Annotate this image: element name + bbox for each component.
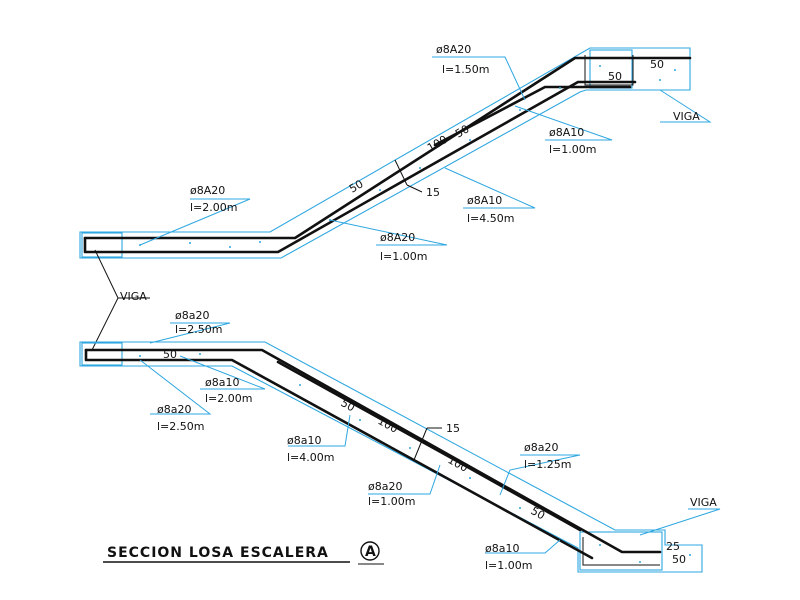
- upper-rebar-bottom: [83, 80, 637, 254]
- upper-bottom-landing-spec: ø8A20: [190, 184, 225, 197]
- upper-thickness-value: 15: [426, 186, 440, 199]
- upper-top-landing-length: l=1.50m: [442, 63, 489, 76]
- lower-section: 15 50 50 100 100 50 25 50 ø8a20 l=2.50m …: [79, 309, 721, 573]
- upper-bottom-bend-spec: ø8A20: [380, 231, 415, 244]
- lower-viga-left-label: VIGA: [120, 290, 147, 303]
- upper-leader-bottom-landing: [139, 198, 251, 246]
- lower-dim-25-box: 25: [666, 540, 680, 553]
- lower-dim-100-slope-low: 100: [446, 453, 471, 475]
- lower-rebar-top: [84, 348, 662, 554]
- lower-dim-100-slope: 100: [376, 414, 401, 436]
- lower-concrete-outline: [79, 341, 703, 573]
- lower-leader-bottom-landing: [485, 539, 561, 554]
- lower-slope-low-spec: ø8a20: [368, 480, 402, 493]
- lower-slope-main-length: l=4.00m: [287, 451, 334, 464]
- upper-leader-bottom-bend: [329, 219, 448, 246]
- lower-dim-50-top: 50: [163, 348, 177, 361]
- lower-bottom-landing-length: l=1.00m: [485, 559, 532, 572]
- upper-left-beam: [81, 232, 123, 258]
- lower-leader-top-bend: [179, 355, 266, 390]
- lower-slope-main-spec: ø8a10: [287, 434, 321, 447]
- upper-leader-top-landing: [432, 56, 526, 101]
- upper-leader-viga: [659, 89, 712, 123]
- lower-viga-right-label: VIGA: [690, 496, 717, 509]
- upper-leader-slope-main: [444, 167, 536, 209]
- lower-rebar-hook: [582, 537, 660, 566]
- lower-thickness-dim-line: [413, 427, 428, 461]
- lower-top-bend-spec: ø8a10: [205, 376, 239, 389]
- upper-dim-50-box-inner: 50: [608, 70, 622, 83]
- lower-slope-right-length: l=1.25m: [524, 458, 571, 471]
- lower-dim-50-slope: 50: [339, 396, 358, 414]
- upper-leader-slope-top: [514, 105, 613, 141]
- lower-rebar-bottom: [84, 348, 594, 560]
- drawing-title: SECCION LOSA ESCALERA A: [103, 541, 384, 565]
- lower-top-landing-spec: ø8a20: [175, 309, 209, 322]
- upper-slope-top-length: l=1.00m: [549, 143, 596, 156]
- lower-leader-slope-low: [368, 464, 441, 495]
- title-marker-circle: [360, 541, 380, 561]
- title-text: SECCION LOSA ESCALERA: [107, 545, 329, 561]
- upper-thickness-dim-leader: [406, 184, 423, 193]
- upper-viga-label: VIGA: [673, 110, 700, 123]
- lower-rebar-slope: [276, 360, 582, 532]
- lower-top-bottom-length: l=2.50m: [157, 420, 204, 433]
- upper-dim-50-slope-low: 50: [347, 177, 366, 195]
- lower-top-bottom-spec: ø8a20: [157, 403, 191, 416]
- lower-slope-low-length: l=1.00m: [368, 495, 415, 508]
- upper-slope-main-spec: ø8A10: [467, 194, 502, 207]
- title-marker-letter: A: [365, 544, 377, 560]
- lower-top-bend-length: l=2.00m: [205, 392, 252, 405]
- lower-thickness-value: 15: [446, 422, 460, 435]
- lower-leader-viga-right: [639, 508, 721, 536]
- lower-dim-50-box: 50: [672, 553, 686, 566]
- lower-leader-top-bottom: [139, 359, 212, 415]
- upper-bottom-bend-length: l=1.00m: [380, 250, 427, 263]
- lower-dim-50-slope-low: 50: [529, 504, 548, 522]
- lower-leader-slope-main: [288, 414, 351, 447]
- upper-concrete-outline: [79, 47, 691, 259]
- upper-dim-100-slope: 100: [425, 133, 450, 155]
- lower-bottom-landing-spec: ø8a10: [485, 542, 519, 555]
- lower-leader-slope-right: [499, 454, 581, 496]
- upper-section: 15 50 50 50 100 50 ø8A20 l=1.50m ø8A10 l…: [79, 43, 712, 263]
- lower-aggregate: [139, 353, 691, 563]
- upper-bottom-landing-length: l=2.00m: [190, 201, 237, 214]
- upper-slope-top-spec: ø8A10: [549, 126, 584, 139]
- upper-slope-main-length: l=4.50m: [467, 212, 514, 225]
- viga-leader-lower: [91, 297, 119, 351]
- upper-rebar-hook: [584, 55, 634, 86]
- upper-rebar-slope-upper: [433, 85, 632, 147]
- upper-dim-50-box: 50: [650, 58, 664, 71]
- upper-top-landing-spec: ø8A20: [436, 43, 471, 56]
- lower-leader-top-landing: [149, 322, 231, 344]
- lower-top-landing-length: l=2.50m: [175, 323, 222, 336]
- lower-left-beam: [81, 342, 123, 366]
- lower-slope-right-spec: ø8a20: [524, 441, 558, 454]
- upper-aggregate: [139, 65, 676, 248]
- upper-dim-50-slope: 50: [453, 122, 472, 140]
- upper-thickness-dim-line: [394, 159, 408, 186]
